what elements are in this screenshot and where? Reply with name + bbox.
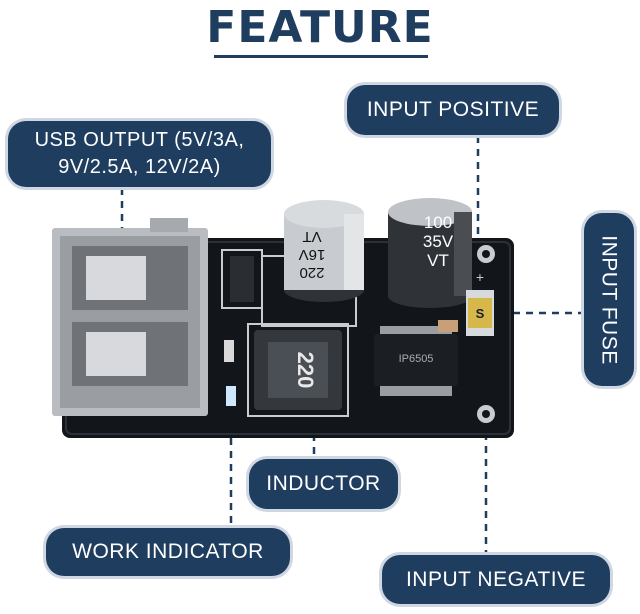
cap1-line2: 16V <box>299 246 326 263</box>
inductor-component: 220 <box>247 323 349 417</box>
usb-port <box>52 218 208 416</box>
cap2-line3: VT <box>427 251 449 270</box>
title-underline <box>214 55 428 58</box>
usb-output-label: USB OUTPUT (5V/3A, 9V/2.5A, 12V/2A) <box>8 121 271 187</box>
input-fuse-component: S <box>466 290 494 336</box>
inductor-marking: 220 <box>293 352 318 389</box>
input-negative-label: INPUT NEGATIVE <box>382 555 610 604</box>
page-title: FEATURE <box>206 2 434 53</box>
input-positive-label: INPUT POSITIVE <box>347 85 559 135</box>
work-indicator-label: WORK INDICATOR <box>46 528 290 576</box>
cap2-line2: 35V <box>423 232 454 251</box>
inductor-label: INDUCTOR <box>249 459 398 509</box>
smd-component <box>438 320 458 332</box>
smd-resistor <box>224 340 234 362</box>
diode <box>230 256 254 302</box>
input-fuse-text: INPUT FUSE <box>598 234 621 365</box>
capacitor-100uf: 100 35V VT <box>388 198 472 308</box>
capacitor-220uf: VT 16V 220 <box>284 200 364 302</box>
plus-sign: + <box>476 269 484 285</box>
work-indicator-led <box>226 386 236 406</box>
cap1-line3: 220 <box>299 264 324 281</box>
ic-chip: IP6505 <box>374 326 458 396</box>
fuse-marking: S <box>476 306 485 321</box>
ic-marking: IP6505 <box>399 353 434 365</box>
cap1-line1: VT <box>302 228 321 245</box>
cap2-line1: 100 <box>424 213 452 232</box>
input-fuse-label: INPUT FUSE <box>584 213 634 386</box>
